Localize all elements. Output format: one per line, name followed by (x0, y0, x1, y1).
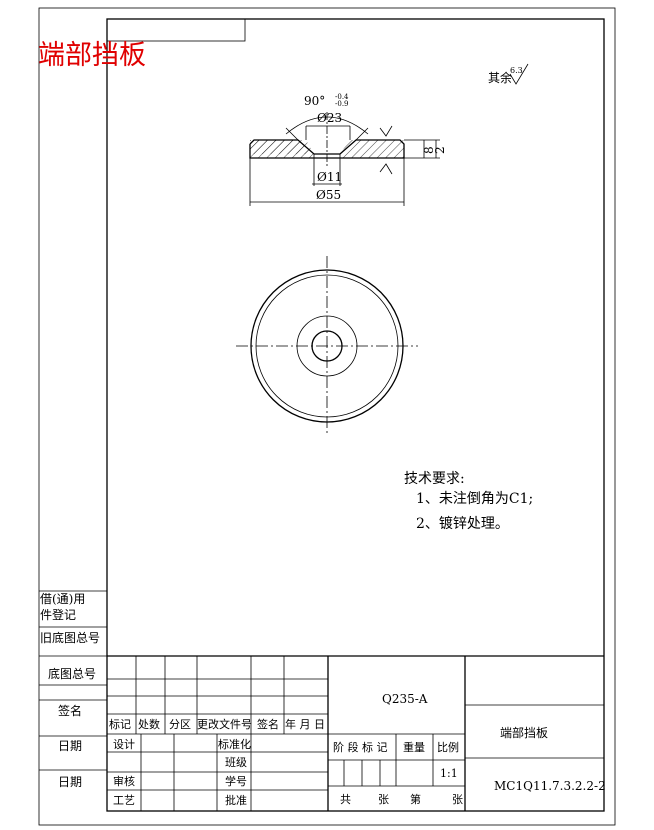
sheet-total: 共 (340, 793, 351, 806)
outer-dim: Ø55 (316, 188, 341, 202)
angle-dim: 90° (304, 94, 325, 108)
surface-finish-symbol: 其余 6.3 (488, 63, 529, 85)
material: Q235-A (382, 692, 428, 706)
bore-top-dim: Ø23 (317, 111, 342, 125)
side-label-base: 底图总号 (48, 666, 96, 681)
side-table (39, 590, 107, 771)
stage-header: 阶 段 标 记 (333, 740, 388, 754)
height-small-dim: 8 (422, 146, 436, 154)
outer-border (38, 7, 616, 826)
label-student-id: 学号 (225, 774, 247, 788)
angle-tol-lower: -0.9 (335, 100, 349, 108)
inner-frame (106, 18, 605, 812)
label-class: 班级 (225, 756, 247, 769)
label-standardization: 标准化 (218, 737, 251, 751)
title-block-grid (107, 655, 604, 811)
angle-tol-upper: -0.4 (335, 93, 349, 101)
side-label-old-base: 旧底图总号 (40, 630, 100, 645)
sheet-total-unit: 张 (378, 793, 389, 806)
rev-header-doc: 更改文件号 (197, 717, 252, 731)
part-name: 端部挡板 (500, 725, 548, 740)
rev-header-zone: 分区 (169, 718, 191, 731)
sheet-number: 第 (410, 792, 421, 806)
svg-text:6.3: 6.3 (510, 66, 523, 75)
section-view (249, 112, 440, 206)
scale-header: 比例 (437, 740, 459, 754)
side-label-date-1: 日期 (58, 739, 82, 753)
tech-req-item-1: 1、未注倒角为C1; (416, 491, 533, 507)
front-view (236, 256, 418, 436)
rev-header-date: 年 月 日 (285, 717, 325, 731)
side-label-borrow: 借(通)用 (40, 592, 85, 606)
label-review: 审核 (113, 774, 135, 788)
label-approve: 批准 (225, 793, 247, 807)
svg-text:其余: 其余 (488, 70, 512, 85)
label-design: 设计 (113, 738, 135, 751)
side-label-sign: 签名 (58, 703, 82, 718)
weight-header: 重量 (403, 740, 425, 754)
height-large-dim: 2 (433, 146, 447, 154)
drawing-number: MC1Q11.7.3.2.2-2 (494, 779, 606, 793)
label-process: 工艺 (113, 794, 135, 807)
tech-req-item-2: 2、镀锌处理。 (416, 515, 509, 532)
bore-bottom-dim: Ø11 (317, 170, 342, 184)
side-label-date-2: 日期 (58, 775, 82, 789)
rev-header-count: 处数 (138, 718, 160, 731)
side-label-register: 件登记 (40, 607, 76, 622)
tech-req-title: 技术要求: (404, 471, 465, 487)
sheet-number-unit: 张 (452, 793, 463, 806)
rev-header-mark: 标记 (109, 717, 131, 731)
part-title-overlay: 端部挡板 (38, 40, 146, 71)
top-left-box (106, 18, 246, 42)
scale-value: 1:1 (440, 767, 458, 780)
rev-header-sign: 签名 (257, 717, 279, 731)
